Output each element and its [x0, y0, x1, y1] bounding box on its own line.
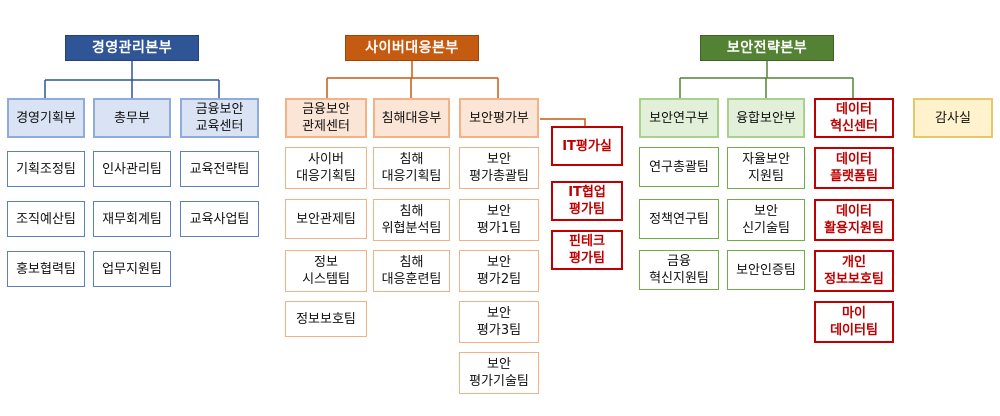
team-education-business: 교육사업팀	[180, 201, 259, 237]
team-incident-training: 침해 대응훈련팀	[373, 250, 450, 292]
dept-security-control-center: 금융보안 관제센터	[285, 98, 367, 138]
team-info-protection: 정보보호팀	[285, 301, 367, 337]
team-education-strategy: 교육전략팀	[180, 151, 259, 187]
team-info-systems: 정보 시스템팀	[285, 250, 367, 292]
team-it-cooperation-eval: IT협업 평가팀	[551, 181, 623, 221]
team-hr: 인사관리팀	[93, 151, 171, 187]
team-fintech-eval: 핀테크 평가팀	[551, 230, 623, 270]
dept-security-research: 보안연구부	[639, 98, 719, 138]
dept-general-affairs: 총무부	[93, 98, 171, 138]
team-cyber-planning: 사이버 대응기획팀	[285, 147, 367, 189]
dept-security-evaluation: 보안평가부	[459, 98, 539, 138]
dept-audit-office: 감사실	[913, 98, 993, 138]
team-incident-planning: 침해 대응기획팀	[373, 147, 450, 189]
team-planning-coordination: 기획조정팀	[7, 151, 85, 187]
dept-convergence-security: 융합보안부	[727, 98, 805, 138]
team-fin-innovation-support: 금융 혁신지원팀	[639, 250, 719, 290]
team-policy-research: 정책연구팀	[639, 199, 719, 239]
team-org-budget: 조직예산팀	[7, 201, 85, 237]
team-new-security-tech: 보안 신기술팀	[727, 199, 805, 241]
dept-incident-response: 침해대응부	[373, 98, 450, 138]
team-data-utilization: 데이터 활용지원팀	[814, 199, 894, 241]
team-threat-analysis: 침해 위협분석팀	[373, 199, 450, 241]
division-cyber-header: 사이버대응본부	[345, 35, 479, 61]
team-evaluation-general: 보안 평가총괄팀	[459, 147, 539, 189]
team-support: 업무지원팀	[93, 251, 171, 287]
team-finance: 재무회계팀	[93, 201, 171, 237]
team-autonomous-security: 자율보안 지원팀	[727, 147, 805, 189]
team-security-certification: 보안인증팀	[727, 250, 805, 290]
team-mydata: 마이 데이터팀	[814, 301, 894, 343]
dept-it-evaluation-office: IT평가실	[551, 126, 623, 166]
team-research-general: 연구총괄팀	[639, 147, 719, 187]
team-evaluation-2: 보안 평가2팀	[459, 250, 539, 292]
team-data-platform: 데이터 플랫폼팀	[814, 147, 894, 189]
team-pr-cooperation: 홍보협력팀	[7, 251, 85, 287]
division-strategy-header: 보안전략본부	[700, 35, 834, 61]
dept-planning: 경영기획부	[7, 98, 85, 138]
team-evaluation-tech: 보안 평가기술팀	[459, 352, 539, 394]
team-security-control: 보안관제팀	[285, 199, 367, 239]
team-evaluation-3: 보안 평가3팀	[459, 301, 539, 343]
division-management-header: 경영관리본부	[65, 35, 199, 61]
team-evaluation-1: 보안 평가1팀	[459, 199, 539, 241]
team-personal-info-protection: 개인 정보보호팀	[814, 250, 894, 292]
dept-education-center: 금융보안 교육센터	[180, 98, 259, 138]
dept-data-innovation-center: 데이터 혁신센터	[814, 98, 894, 138]
